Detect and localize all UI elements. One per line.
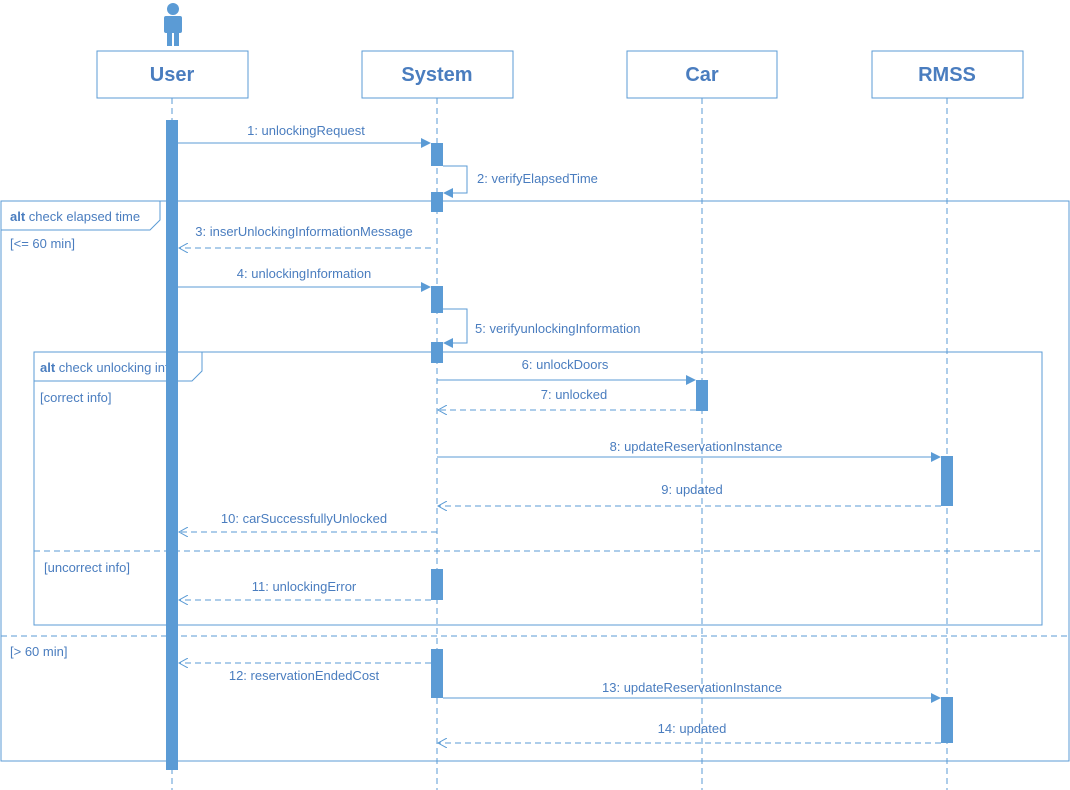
message-label-2: 2: verifyElapsedTime	[477, 171, 598, 186]
message-label-10: 10: carSuccessfullyUnlocked	[221, 511, 387, 526]
activation-user	[166, 120, 178, 770]
fragment-title-inner: alt check unlocking info	[40, 360, 176, 375]
message-label-11: 11: unlockingError	[252, 579, 357, 594]
svg-text:Car: Car	[685, 64, 719, 86]
guard-correct-info: [correct info]	[40, 390, 112, 405]
message-arrow-2	[443, 165, 468, 198]
lifeline-head-user[interactable]: User	[96, 50, 249, 99]
fragment-check-unlocking-info	[33, 351, 1043, 626]
message-label-4: 4: unlockingInformation	[237, 266, 371, 281]
guard-uncorrect-info: [uncorrect info]	[44, 560, 130, 575]
activation-system-5	[431, 569, 443, 600]
activation-system-2	[431, 192, 443, 212]
message-label-12: 12: reservationEndedCost	[229, 668, 380, 683]
fragment-title-outer: alt check elapsed time	[10, 209, 140, 224]
message-label-7: 7: unlocked	[541, 387, 608, 402]
activation-system-4	[431, 342, 443, 363]
guard-gt-60: [> 60 min]	[10, 644, 67, 659]
message-label-1: 1: unlockingRequest	[247, 123, 365, 138]
activation-car	[696, 380, 708, 411]
guard-le-60: [<= 60 min]	[10, 236, 75, 251]
message-label-5: 5: verifyunlockingInformation	[475, 321, 640, 336]
stick-figure-icon	[164, 3, 182, 46]
message-arrow-5	[443, 308, 468, 348]
fragment-check-elapsed-time	[0, 200, 1070, 762]
svg-text:System: System	[401, 64, 472, 86]
activation-rmss-1	[941, 456, 953, 506]
activation-system-1	[431, 143, 443, 166]
activation-system-6	[431, 649, 443, 698]
message-label-3: 3: inserUnlockingInformationMessage	[195, 224, 413, 239]
lifeline-head-car[interactable]: Car	[626, 50, 778, 99]
message-label-9: 9: updated	[661, 482, 722, 497]
activation-system-3	[431, 286, 443, 313]
svg-text:RMSS: RMSS	[918, 64, 976, 86]
message-label-8: 8: updateReservationInstance	[610, 439, 783, 454]
lifeline-head-rmss[interactable]: RMSS	[871, 50, 1024, 99]
message-label-14: 14: updated	[658, 721, 727, 736]
message-label-6: 6: unlockDoors	[522, 357, 609, 372]
lifeline-head-system[interactable]: System	[361, 50, 514, 99]
message-label-13: 13: updateReservationInstance	[602, 680, 782, 695]
activation-rmss-2	[941, 697, 953, 743]
svg-text:User: User	[150, 64, 195, 86]
